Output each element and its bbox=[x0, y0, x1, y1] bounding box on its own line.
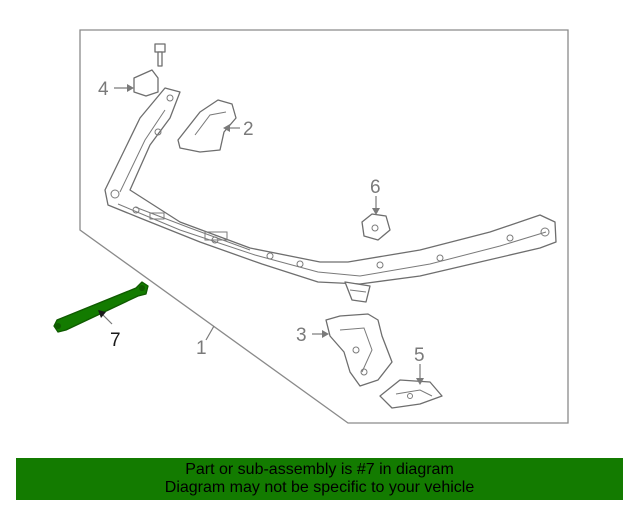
leader-2-arrow bbox=[223, 124, 230, 132]
callout-4: 4 bbox=[98, 79, 109, 100]
leader-1 bbox=[205, 325, 215, 341]
leader-3-arrow bbox=[322, 330, 329, 338]
radiator-support-frame bbox=[104, 87, 557, 303]
leader-6-arrow bbox=[372, 208, 380, 215]
notice-banner: Part or sub-assembly is #7 in diagram Di… bbox=[16, 458, 623, 500]
callout-3: 3 bbox=[296, 325, 307, 346]
banner-line-1: Part or sub-assembly is #7 in diagram bbox=[185, 461, 454, 478]
part-4-bracket bbox=[133, 43, 166, 97]
part-7-brace bbox=[53, 281, 149, 333]
callout-6: 6 bbox=[370, 177, 381, 198]
banner-line-2: Diagram may not be specific to your vehi… bbox=[164, 479, 475, 496]
leader-4-arrow bbox=[127, 84, 134, 92]
part-3-bracket bbox=[325, 313, 393, 387]
callout-1: 1 bbox=[196, 338, 207, 359]
leader-5-arrow bbox=[416, 378, 424, 385]
part-5-bracket bbox=[379, 379, 443, 409]
callout-7: 7 bbox=[110, 330, 121, 351]
leader-7-arrow bbox=[98, 310, 106, 318]
callout-2: 2 bbox=[243, 119, 254, 140]
parts-diagram: 4 2 6 3 5 1 7 bbox=[53, 29, 569, 424]
callout-5: 5 bbox=[414, 345, 425, 366]
part-6-pad bbox=[361, 213, 391, 241]
